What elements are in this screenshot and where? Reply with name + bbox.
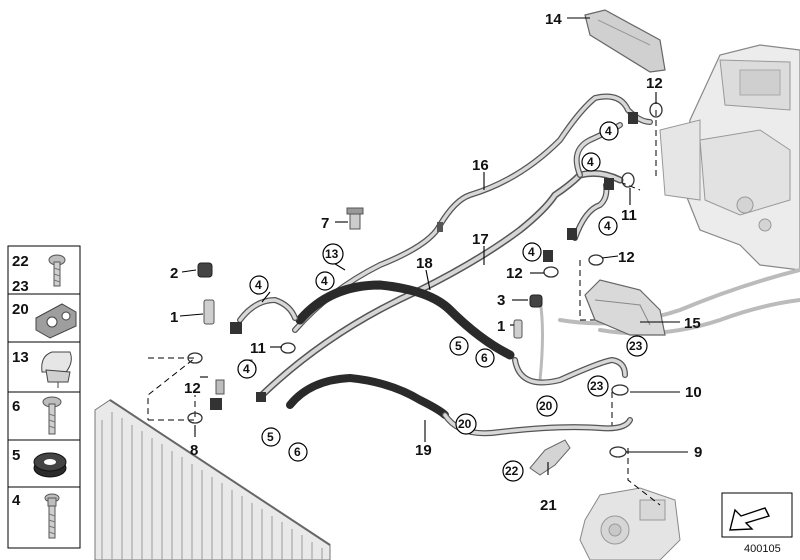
evaporator-housing-illustration [659,44,800,271]
svg-text:5: 5 [12,447,20,464]
label-part-12: 12 [184,380,201,397]
torx-screw-icon [44,493,60,539]
pipe-17 [258,169,624,399]
double-clip-icon [35,303,77,339]
label-part-11: 11 [621,207,637,224]
ac-compressor-illustration [579,487,681,560]
parts-legend: 22 23 20 13 [7,245,81,549]
label-part-14: 14 [545,11,562,28]
bracket-21 [529,439,571,476]
svg-text:4: 4 [605,124,612,138]
circled-label-4: 4 [522,242,542,262]
label-part-1: 1 [170,309,178,326]
svg-text:6: 6 [294,445,301,459]
svg-text:22: 22 [505,464,519,478]
svg-text:20: 20 [12,301,29,318]
torx-bolt-icon [48,254,66,287]
label-part-19: 19 [415,442,432,459]
circled-label-5: 5 [449,336,469,356]
flange-bolt-icon [42,396,62,435]
label-part-16: 16 [472,157,489,174]
circled-label-4: 4 [599,121,619,141]
legend-row-22-23: 22 23 [12,253,66,295]
circled-label-22: 22 [502,460,524,482]
svg-text:5: 5 [267,430,274,444]
circled-label-20: 20 [455,413,477,435]
background-hoses [538,268,800,382]
svg-text:6: 6 [481,351,488,365]
label-part-7: 7 [321,215,329,232]
label-part-21: 21 [540,497,557,514]
svg-text:23: 23 [629,339,643,353]
svg-text:5: 5 [455,339,462,353]
circled-label-6: 6 [475,348,495,368]
circled-labels: 4 4 4 4 4 4 4 13 5 6 5 6 23 23 20 20 22 [237,121,648,482]
legend-row-13: 13 [12,349,72,388]
svg-text:4: 4 [587,155,594,169]
hose-18 [295,280,515,360]
circled-label-13: 13 [322,243,344,265]
cover-14 [584,9,666,73]
label-part-17: 17 [472,231,489,248]
circled-label-4: 4 [249,275,269,295]
assembly-dash-lines [147,110,661,506]
svg-text:13: 13 [12,349,29,366]
circled-label-4: 4 [237,359,257,379]
label-part-18: 18 [416,255,433,272]
legend-row-20: 20 [12,301,77,339]
label-part-9: 9 [694,444,702,461]
condenser-illustration [94,399,331,560]
label-part-1: 1 [497,318,505,335]
label-part-3: 3 [497,292,505,309]
label-part-12: 12 [506,265,523,282]
navigation-arrow-box [721,492,793,538]
label-part-2: 2 [170,265,178,282]
pipe-short-left [237,297,298,323]
circled-label-23: 23 [626,335,648,357]
circled-label-5: 5 [261,427,281,447]
svg-text:4: 4 [12,492,21,509]
label-part-15: 15 [684,315,701,332]
svg-text:20: 20 [458,417,472,431]
legend-row-4: 4 [12,492,60,539]
pipe-clamp-icon [41,351,72,388]
svg-text:4: 4 [528,245,535,259]
legend-row-6: 6 [12,396,62,435]
svg-text:4: 4 [243,362,250,376]
arrow-icon [729,507,770,531]
svg-text:23: 23 [12,278,29,295]
svg-text:4: 4 [604,219,611,233]
label-part-12: 12 [646,75,663,92]
svg-text:4: 4 [321,274,328,288]
svg-text:6: 6 [12,398,20,415]
legend-row-5: 5 [12,447,67,478]
circled-label-23: 23 [587,375,609,397]
label-part-10: 10 [685,384,702,401]
part-labels: 14 12 16 11 7 17 12 12 18 3 2 1 1 15 11 … [170,11,702,514]
rubber-grommet-icon [33,452,67,478]
circled-label-4: 4 [315,271,335,291]
circled-label-20: 20 [536,395,558,417]
label-part-11: 11 [250,340,266,357]
label-part-12: 12 [618,249,635,266]
svg-text:4: 4 [255,278,262,292]
svg-text:20: 20 [539,399,553,413]
label-part-8: 8 [190,442,198,459]
diagram-number: 400105 [744,543,781,555]
bracket-15 [584,279,666,336]
svg-text:22: 22 [12,253,29,270]
circled-label-6: 6 [288,442,308,462]
circled-label-4: 4 [598,216,618,236]
leader-lines [179,17,688,475]
pipe-10 [512,357,628,386]
svg-text:23: 23 [590,379,604,393]
pipe-16 [292,93,653,333]
svg-text:13: 13 [325,247,339,261]
circled-label-4: 4 [581,152,601,172]
